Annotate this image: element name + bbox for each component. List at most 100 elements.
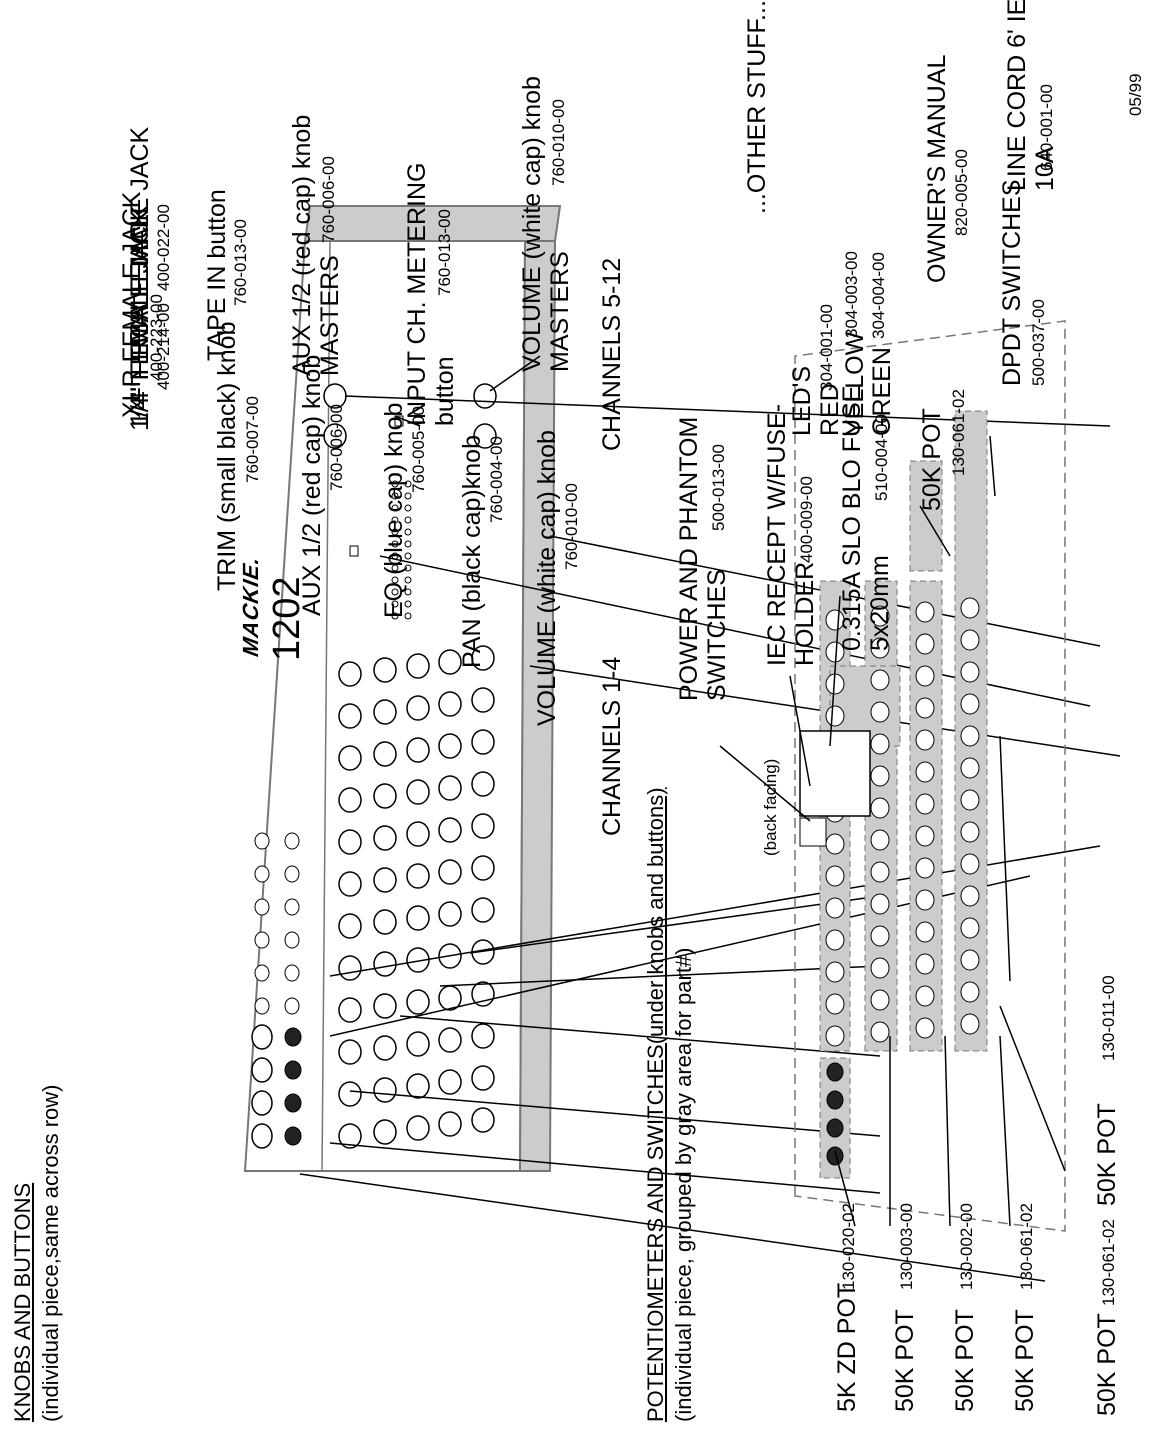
quarter-jack (254, 997, 270, 1015)
quarter-jack (284, 931, 300, 949)
channel-knob (373, 699, 397, 725)
quarter-jack (284, 997, 300, 1015)
quarter-jack (254, 832, 270, 850)
part-iec-holder: 400-009-00 (797, 476, 816, 563)
channel-knob (406, 653, 430, 679)
pot (825, 609, 845, 631)
label-aux-masters: AUX 1/2 (red cap) knob (288, 114, 316, 376)
pot (870, 605, 890, 627)
channel-knob (373, 909, 397, 935)
pot (960, 661, 980, 683)
meter-led (404, 516, 412, 524)
label-aux-masters-line2: MASTERS (316, 255, 344, 376)
pot (960, 821, 980, 843)
channel-knob (471, 813, 495, 839)
leader-line (399, 1015, 881, 1057)
pot (870, 861, 890, 883)
pot (915, 665, 935, 687)
channel-knob (338, 1039, 362, 1065)
part-led-red: 304-001-00 (817, 304, 836, 391)
zd-pot (826, 1062, 844, 1082)
part-volume-masters: 760-010-00 (549, 99, 568, 186)
pot (870, 925, 890, 947)
label-back-facing: (back facing) (761, 758, 780, 856)
channel-knob (406, 905, 430, 931)
meter-led (404, 588, 412, 596)
part-rca-jack: 400-022-00 (154, 204, 173, 291)
xlr-jack (251, 1123, 273, 1149)
channel-knob (406, 821, 430, 847)
label-50k-pot-row4: 50K POT (1011, 1309, 1039, 1412)
channel-knob (406, 1031, 430, 1057)
trim-knob (284, 1027, 302, 1047)
part-led-yellow: 304-003-00 (842, 251, 861, 338)
pot (915, 633, 935, 655)
channel-knob (338, 703, 362, 729)
leader-line (919, 505, 951, 557)
channel-knob (338, 745, 362, 771)
label-line-cord: LINE CORD 6' IEC (1003, 0, 1031, 191)
channel-knob (438, 1069, 462, 1095)
channel-knob (438, 1027, 462, 1053)
trim-knob (284, 1093, 302, 1113)
channel-knob (471, 1107, 495, 1133)
label-iec-holder: HOLDER (791, 561, 819, 666)
meter-led (404, 492, 412, 500)
trim-knob (284, 1126, 302, 1146)
pot (870, 765, 890, 787)
meter-led (391, 564, 399, 572)
pot (960, 725, 980, 747)
part-power-switches: 500-013-00 (709, 444, 728, 531)
label-50k-pot-upper: 50K POT (918, 408, 946, 511)
label-date: 05/99 (1126, 73, 1145, 116)
channel-knob (471, 729, 495, 755)
pot (915, 601, 935, 623)
channels-5-12-label: CHANNELS 5-12 (598, 257, 626, 451)
channel-knob (438, 775, 462, 801)
label-50k-pot-bottom: 50K POT (1093, 1313, 1121, 1416)
pot (915, 793, 935, 815)
label-5k-zd-pot: 5K ZD POT (833, 1282, 861, 1412)
leader-line (989, 435, 996, 497)
pot (960, 789, 980, 811)
meter-led (391, 576, 399, 584)
leader-line (834, 1150, 856, 1227)
label-led-yellow: YELLOW (841, 331, 869, 436)
quarter-jack (254, 931, 270, 949)
label-tape-in-button: TAPE IN button (203, 189, 231, 361)
channel-knob (373, 951, 397, 977)
pot (960, 1013, 980, 1035)
leader-line (299, 1173, 1046, 1282)
part-5k-zd-pot: 130-020-02 (839, 1203, 858, 1290)
part-50k-pot-right: 130-011-00 (1099, 975, 1118, 1061)
channel-knob (338, 829, 362, 855)
channel-knob (406, 989, 430, 1015)
zd-pot (826, 1090, 844, 1110)
mixer-side-face (303, 205, 562, 242)
meter-led (391, 516, 399, 524)
channel-knob (406, 737, 430, 763)
meter-led (404, 504, 412, 512)
channel-knob (471, 897, 495, 923)
part-line-cord: 640-001-00 (1037, 84, 1056, 171)
pot (825, 865, 845, 887)
other-stuff-title: ...OTHER STUFF... (743, 0, 771, 214)
channel-knob (471, 855, 495, 881)
pot (960, 757, 980, 779)
meter-led (404, 552, 412, 560)
channel-knob (438, 733, 462, 759)
channel-knob (338, 997, 362, 1023)
part-owners-manual: 820-005-00 (952, 149, 971, 236)
pot (915, 985, 935, 1007)
channel-knob (338, 787, 362, 813)
iec-receptacle (799, 730, 871, 817)
part-tape-in-button: 760-013-00 (231, 219, 250, 306)
pcb-outline (794, 320, 1066, 1232)
channel-knob (338, 871, 362, 897)
channel-knob (471, 771, 495, 797)
leader-line (394, 415, 421, 427)
leader-line (489, 355, 541, 392)
meter-led (391, 540, 399, 548)
zd-pot (826, 1118, 844, 1138)
